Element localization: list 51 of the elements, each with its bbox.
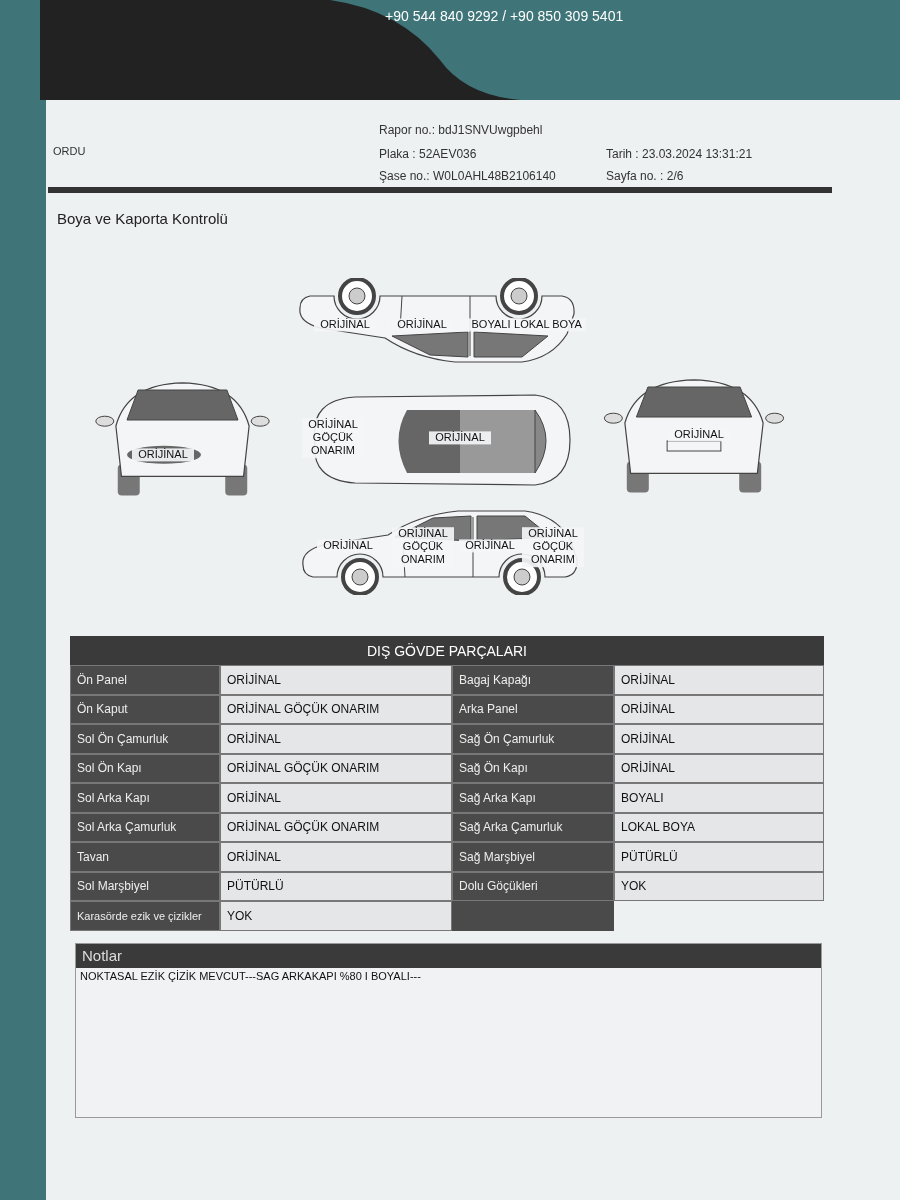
table-value-cell: BOYALI: [614, 783, 824, 813]
table-header: DIŞ GÖVDE PARÇALARI: [70, 636, 824, 665]
table-value-cell: ORİJİNAL GÖÇÜK ONARIM: [220, 812, 452, 842]
table-label-cell: Bagaj Kapağı: [452, 665, 614, 695]
status-label: LOKAL BOYA: [510, 318, 586, 332]
table-value-cell: PÜTÜRLÜ: [220, 871, 452, 901]
table-label-cell: Sağ Ön Kapı: [452, 753, 614, 783]
table-label-cell: Sağ Ön Çamurluk: [452, 724, 614, 754]
table-label-cell: Sağ Arka Çamurluk: [452, 812, 614, 842]
table-label-cell: Sol Ön Kapı: [70, 753, 220, 783]
table-value-cell: YOK: [220, 901, 452, 931]
table-value-cell: ORİJİNAL: [614, 753, 824, 783]
table-value-cell: PÜTÜRLÜ: [614, 842, 824, 872]
status-label: ORİJİNAL GÖÇÜK ONARIM: [522, 527, 584, 567]
table-value-cell: ORİJİNAL: [614, 724, 824, 754]
phone-numbers: +90 544 840 9292 / +90 850 309 5401: [385, 8, 624, 24]
report-field: Tarih : 23.03.2024 13:31:21: [606, 147, 753, 161]
table-label-cell: Sağ Arka Kapı: [452, 783, 614, 813]
location-text: ORDU: [53, 145, 86, 157]
status-label: ORİJİNAL: [132, 448, 194, 462]
report-field: Şase no.: W0L0AHL48B2106140: [379, 169, 556, 183]
table-label-cell: Karasörde ezik ve çizikler: [70, 901, 220, 931]
table-value-cell: ORİJİNAL GÖÇÜK ONARIM: [220, 694, 452, 724]
table-label-cell: Arka Panel: [452, 694, 614, 724]
table-value-cell: LOKAL BOYA: [614, 812, 824, 842]
table-label-cell: Sol Arka Kapı: [70, 783, 220, 813]
table-label-cell: Ön Kaput: [70, 694, 220, 724]
report-field: Plaka : 52AEV036: [379, 147, 477, 161]
notes-header: Notlar: [76, 944, 821, 968]
status-label: ORİJİNAL: [429, 431, 491, 445]
table-label-cell: Sağ Marşbiyel: [452, 842, 614, 872]
section-title: Boya ve Kaporta Kontrolü: [57, 210, 228, 227]
report-field: Sayfa no. : 2/6: [606, 169, 684, 183]
table-value-cell: ORİJİNAL: [220, 783, 452, 813]
table-label-cell: Sol Arka Çamurluk: [70, 812, 220, 842]
table-label-cell: Dolu Göçükleri: [452, 871, 614, 901]
table-label-cell: Tavan: [70, 842, 220, 872]
table-label-cell: Ön Panel: [70, 665, 220, 695]
table-value-cell: ORİJİNAL: [614, 694, 824, 724]
table-value-cell: YOK: [614, 871, 824, 901]
table-value-cell: ORİJİNAL GÖÇÜK ONARIM: [220, 753, 452, 783]
note-text: NOKTASAL EZİK ÇİZİK MEVCUT---SAG ARKAKAPI %80 I BOYALI---: [80, 970, 421, 982]
table-label-cell: Sol Ön Çamurluk: [70, 724, 220, 754]
status-label: ORİJİNAL: [459, 539, 521, 553]
table-value-cell: ORİJİNAL: [220, 665, 452, 695]
table-value-cell: ORİJİNAL: [220, 842, 452, 872]
report-field: Rapor no.: bdJ1SNVUwgpbehl: [379, 123, 543, 137]
table-value-cell: ORİJİNAL: [614, 665, 824, 695]
status-label: ORİJİNAL GÖÇÜK ONARIM: [392, 527, 454, 567]
table-label-cell: Sol Marşbiyel: [70, 871, 220, 901]
table-value-cell: ORİJİNAL: [220, 724, 452, 754]
